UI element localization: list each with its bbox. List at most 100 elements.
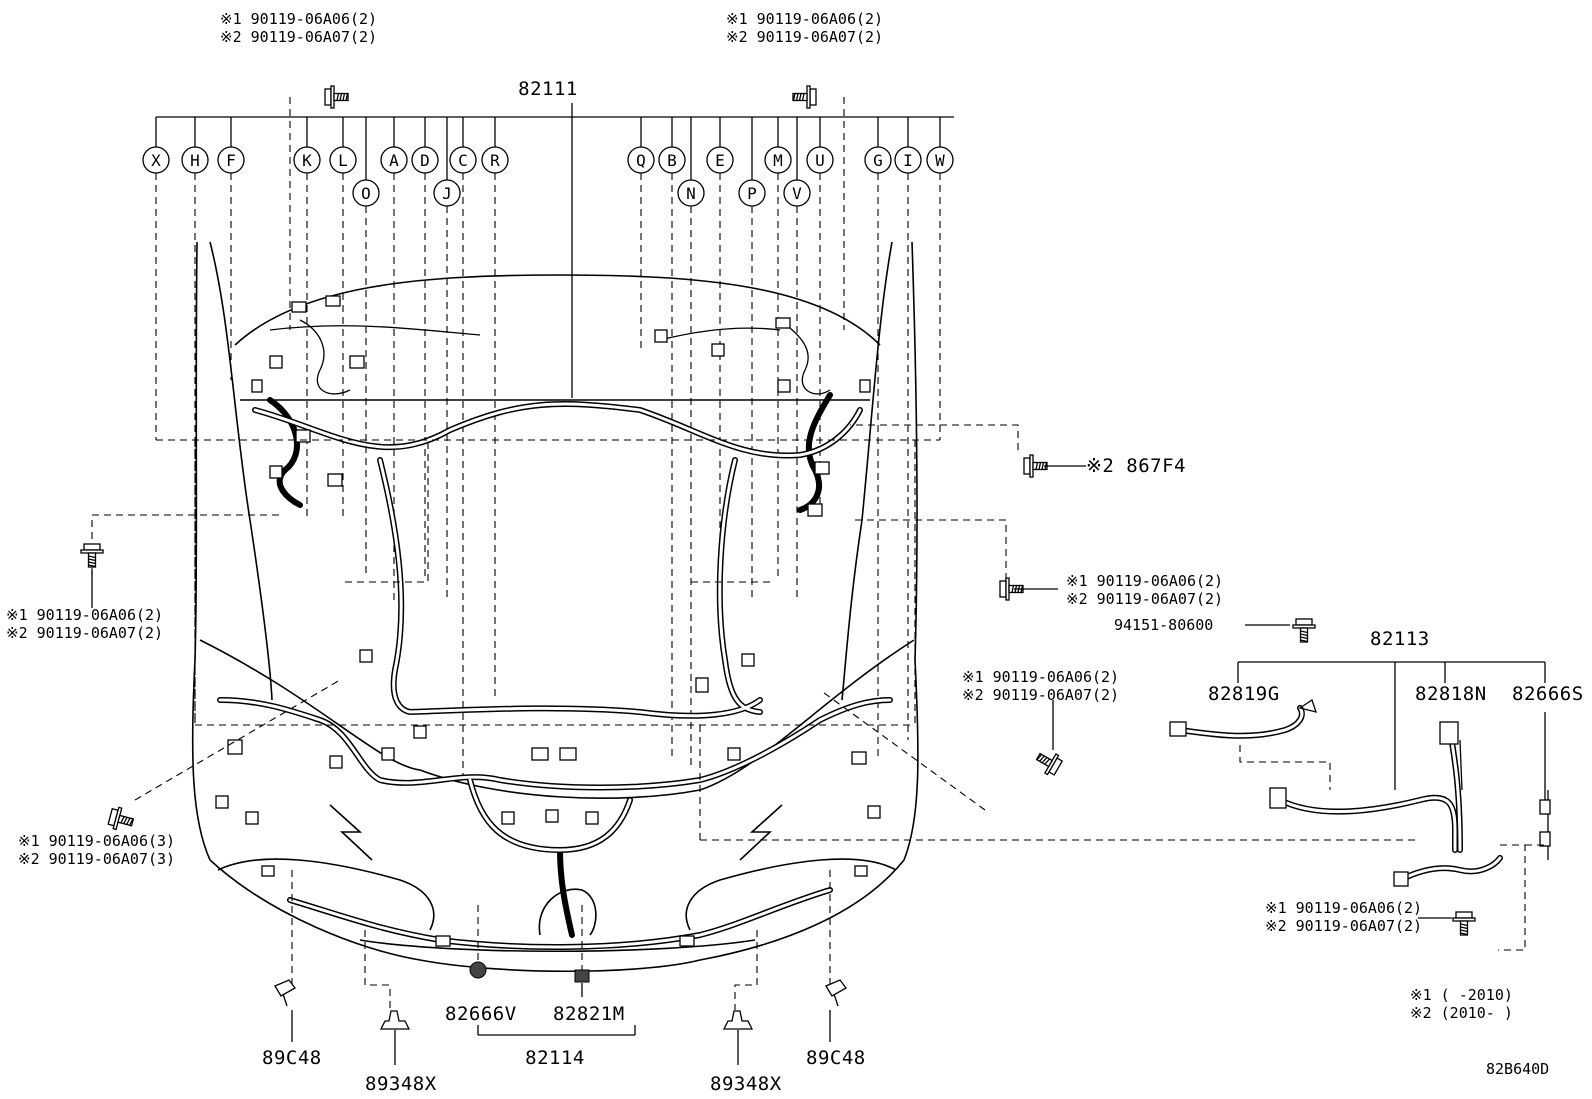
grommet-82666v-icon — [469, 961, 487, 979]
callout-l[interactable]: L — [329, 117, 357, 520]
sub-harness-bracket — [1237, 661, 1546, 800]
bolt-top-right-spec[interactable]: ※1 90119-06A06(2) ※2 90119-06A07(2) — [726, 10, 883, 46]
svg-text:F: F — [226, 151, 236, 170]
callout-bracket — [156, 103, 954, 398]
nut-94151-icon — [1292, 618, 1316, 643]
svg-text:※2 90119-06A07(2): ※2 90119-06A07(2) — [1265, 917, 1422, 935]
callout-c[interactable]: C — [449, 117, 477, 780]
svg-text:※1 90119-06A06(2): ※1 90119-06A06(2) — [726, 10, 883, 28]
clip-89c48-right[interactable]: 89C48 — [806, 1047, 866, 1069]
wire-82821m-icon — [574, 969, 590, 983]
svg-text:※1 90119-06A06(3): ※1 90119-06A06(3) — [18, 832, 175, 850]
bolt-sub-spec[interactable]: ※1 90119-06A06(2) ※2 90119-06A07(2) — [1265, 899, 1422, 935]
svg-text:K: K — [302, 151, 312, 170]
svg-text:Q: Q — [636, 151, 646, 170]
svg-text:N: N — [686, 184, 696, 203]
clip-867f4-label[interactable]: ※2 867F4 — [1086, 455, 1186, 477]
svg-text:G: G — [873, 151, 883, 170]
callout-d[interactable]: D — [411, 117, 439, 580]
bottom-bracket-82114 — [291, 983, 831, 1065]
svg-text:D: D — [420, 151, 430, 170]
callout-b[interactable]: B — [658, 117, 686, 760]
svg-text:※2 90119-06A07(2): ※2 90119-06A07(2) — [962, 686, 1119, 704]
clip-89c48-left[interactable]: 89C48 — [262, 1047, 322, 1069]
bolt-right-mid-spec[interactable]: ※1 90119-06A06(2) ※2 90119-06A07(2) — [1066, 572, 1223, 608]
svg-text:※1 90119-06A06(2): ※1 90119-06A06(2) — [220, 10, 377, 28]
wire-82821m-label[interactable]: 82821M — [553, 1003, 625, 1025]
clip-89c48-right-icon — [825, 979, 847, 1007]
sub-harness-label[interactable]: 82113 — [1370, 628, 1430, 650]
svg-text:R: R — [490, 151, 500, 170]
bolt-top-left-spec[interactable]: ※1 90119-06A06(2) ※2 90119-06A07(2) — [220, 10, 377, 46]
bracket-89348x-left-icon — [379, 1010, 411, 1030]
svg-text:U: U — [815, 151, 825, 170]
svg-text:C: C — [458, 151, 468, 170]
callout-o[interactable]: O — [352, 117, 380, 575]
svg-text:※1 90119-06A06(2): ※1 90119-06A06(2) — [1265, 899, 1422, 917]
callout-r[interactable]: R — [481, 117, 509, 700]
bolt-center-right-spec[interactable]: ※1 90119-06A06(2) ※2 90119-06A07(2) — [962, 668, 1119, 704]
callout-g[interactable]: G — [864, 117, 892, 760]
grommet-82666v-label[interactable]: 82666V — [445, 1003, 517, 1025]
dashed-leaders — [91, 97, 1420, 1010]
callout-a[interactable]: A — [380, 117, 408, 600]
callout-e[interactable]: E — [706, 117, 734, 600]
svg-text:E: E — [715, 151, 725, 170]
sub-harness-drawing — [1169, 698, 1551, 951]
bolt-left-low-spec[interactable]: ※1 90119-06A06(3) ※2 90119-06A07(3) — [18, 832, 175, 868]
nut-94151-label[interactable]: 94151-80600 — [1114, 616, 1213, 634]
main-harness-label[interactable]: 82111 — [518, 78, 578, 100]
callout-j[interactable]: J — [433, 117, 461, 600]
callout-n[interactable]: N — [677, 117, 705, 770]
bolt-top-left-icon — [324, 85, 349, 109]
svg-text:A: A — [389, 151, 399, 170]
front-harness-82114-label[interactable]: 82114 — [525, 1047, 585, 1069]
svg-text:X: X — [151, 151, 161, 170]
sub-part-82666s[interactable]: 82666S — [1512, 683, 1584, 705]
svg-text:※2 90119-06A07(3): ※2 90119-06A07(3) — [18, 850, 175, 868]
svg-text:※2 90119-06A07(2): ※2 90119-06A07(2) — [6, 624, 163, 642]
bolt-top-right-icon — [792, 85, 817, 109]
svg-text:P: P — [747, 184, 757, 203]
svg-text:J: J — [442, 184, 452, 203]
bracket-89348x-right[interactable]: 89348X — [710, 1073, 782, 1095]
svg-text:W: W — [935, 151, 945, 170]
callout-k[interactable]: K — [293, 117, 321, 520]
svg-text:※2 90119-06A07(2): ※2 90119-06A07(2) — [1066, 590, 1223, 608]
svg-text:※1 90119-06A06(2): ※1 90119-06A06(2) — [6, 606, 163, 624]
callout-v[interactable]: V — [783, 117, 811, 600]
svg-text:V: V — [792, 184, 802, 203]
svg-text:L: L — [338, 151, 348, 170]
diagram-code: 82B640D — [1486, 1060, 1549, 1078]
sub-part-82818n[interactable]: 82818N — [1415, 683, 1487, 705]
svg-text:O: O — [361, 184, 371, 203]
footnote-2: ※2 (2010- ) — [1410, 1004, 1513, 1022]
bolt-leaders — [91, 465, 1452, 919]
car-body-outline — [191, 241, 919, 973]
callout-w[interactable]: W — [926, 117, 954, 440]
callout-x[interactable]: X — [142, 117, 170, 440]
callout-m[interactable]: M — [764, 117, 792, 580]
bolt-left-mid-icon — [80, 543, 104, 568]
svg-text:※2 90119-06A07(2): ※2 90119-06A07(2) — [220, 28, 377, 46]
bracket-89348x-right-icon — [722, 1010, 754, 1030]
bracket-89348x-left[interactable]: 89348X — [365, 1073, 437, 1095]
callout-p[interactable]: P — [738, 117, 766, 600]
callout-q[interactable]: Q — [627, 117, 655, 350]
bolt-left-low-icon — [107, 806, 135, 831]
bolt-left-mid-spec[interactable]: ※1 90119-06A06(2) ※2 90119-06A07(2) — [6, 606, 163, 642]
bolt-center-right-icon — [1035, 752, 1064, 776]
svg-text:※1 90119-06A06(2): ※1 90119-06A06(2) — [1066, 572, 1223, 590]
callout-i[interactable]: I — [894, 117, 922, 740]
footnotes: ※1 ( -2010) ※2 (2010- ) — [1410, 986, 1513, 1022]
clip-89c48-left-icon — [274, 979, 296, 1007]
bolt-icons — [80, 85, 1476, 1030]
sub-part-82819g[interactable]: 82819G — [1208, 683, 1280, 705]
main-harness-cables — [217, 319, 893, 950]
svg-text:M: M — [773, 151, 783, 170]
clip-867f4-icon — [1023, 454, 1048, 478]
callout-f[interactable]: F — [217, 117, 245, 380]
